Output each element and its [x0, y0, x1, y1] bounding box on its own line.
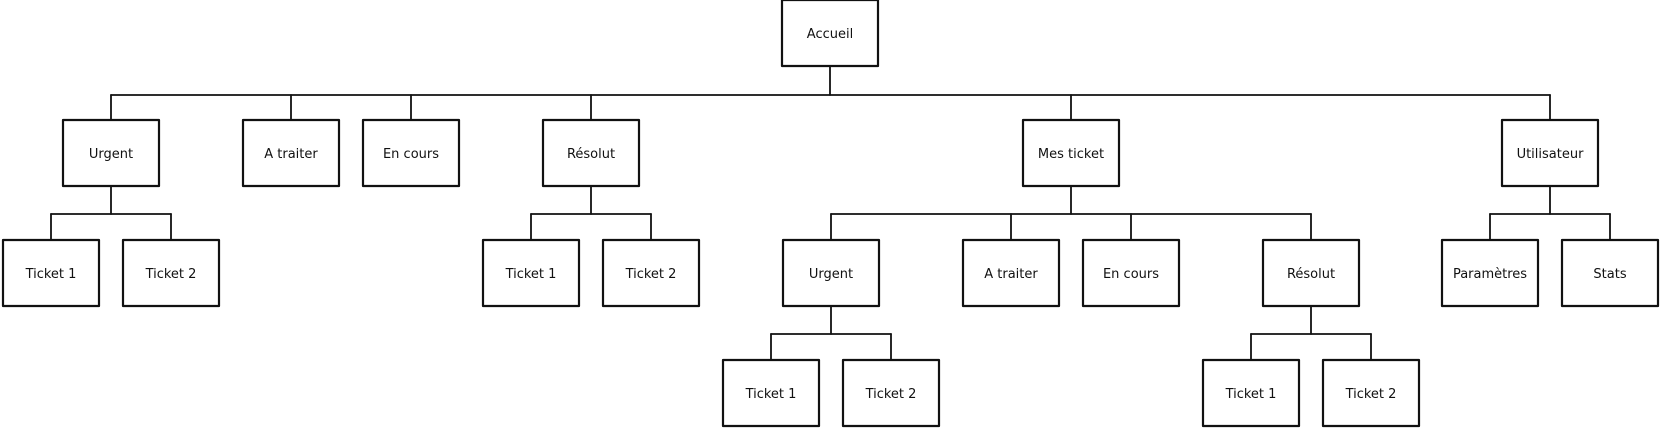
node-label: Résolut — [1287, 267, 1335, 282]
node-label: A traiter — [264, 147, 318, 162]
node-label: Accueil — [807, 27, 853, 42]
node-label: Stats — [1593, 267, 1626, 282]
node-box — [841, 358, 941, 428]
node-urgent-ticket-2: Ticket 2 — [121, 238, 221, 308]
node-box — [1021, 118, 1121, 188]
node-parametres: Paramètres — [1440, 238, 1540, 308]
node-box — [781, 238, 881, 308]
node-label: Ticket 1 — [1225, 387, 1277, 402]
node-box — [61, 118, 161, 188]
node-box — [541, 118, 641, 188]
node-label: Paramètres — [1453, 267, 1527, 282]
node-utilisateur: Utilisateur — [1500, 118, 1600, 188]
node-box — [481, 238, 581, 308]
node-box — [1201, 358, 1301, 428]
node-box — [601, 238, 701, 308]
node-box — [1081, 238, 1181, 308]
node-box — [241, 118, 341, 188]
node-box — [1500, 118, 1600, 188]
node-label: Ticket 2 — [145, 267, 197, 282]
node-box — [961, 238, 1061, 308]
node-a-traiter: A traiter — [241, 118, 341, 188]
node-mes-ticket-urgent-ticket-1: Ticket 1 — [721, 358, 821, 428]
node-label: Mes ticket — [1038, 147, 1104, 162]
node-label: Utilisateur — [1517, 147, 1585, 162]
node-urgent: Urgent — [61, 118, 161, 188]
node-resolut-ticket-1: Ticket 1 — [481, 238, 581, 308]
node-mes-ticket-en-cours: En cours — [1081, 238, 1181, 308]
node-box — [1560, 238, 1660, 308]
node-urgent-ticket-1: Ticket 1 — [1, 238, 101, 308]
node-box — [361, 118, 461, 188]
node-mes-ticket-resolut-ticket-1: Ticket 1 — [1201, 358, 1301, 428]
node-label: Résolut — [567, 147, 615, 162]
node-label: Urgent — [89, 147, 133, 162]
node-box — [1, 238, 101, 308]
node-label: Ticket 1 — [745, 387, 797, 402]
node-en-cours: En cours — [361, 118, 461, 188]
node-label: Ticket 2 — [865, 387, 917, 402]
node-label: Urgent — [809, 267, 853, 282]
node-label: Ticket 1 — [25, 267, 77, 282]
node-accueil: Accueil — [780, 0, 880, 68]
node-resolut: Résolut — [541, 118, 641, 188]
node-mes-ticket-resolut-ticket-2: Ticket 2 — [1321, 358, 1421, 428]
node-mes-ticket-urgent-ticket-2: Ticket 2 — [841, 358, 941, 428]
node-box — [1321, 358, 1421, 428]
node-mes-ticket-resolut: Résolut — [1261, 238, 1361, 308]
node-label: Ticket 1 — [505, 267, 557, 282]
node-box — [780, 0, 880, 68]
connectors — [50, 65, 1611, 361]
node-box — [1440, 238, 1540, 308]
node-label: En cours — [383, 147, 439, 162]
node-mes-ticket-urgent: Urgent — [781, 238, 881, 308]
node-resolut-ticket-2: Ticket 2 — [601, 238, 701, 308]
node-label: Ticket 2 — [625, 267, 677, 282]
node-mes-ticket: Mes ticket — [1021, 118, 1121, 188]
node-mes-ticket-a-traiter: A traiter — [961, 238, 1061, 308]
node-label: A traiter — [984, 267, 1038, 282]
node-label: En cours — [1103, 267, 1159, 282]
node-box — [721, 358, 821, 428]
node-box — [1261, 238, 1361, 308]
node-box — [121, 238, 221, 308]
node-stats: Stats — [1560, 238, 1660, 308]
node-label: Ticket 2 — [1345, 387, 1397, 402]
